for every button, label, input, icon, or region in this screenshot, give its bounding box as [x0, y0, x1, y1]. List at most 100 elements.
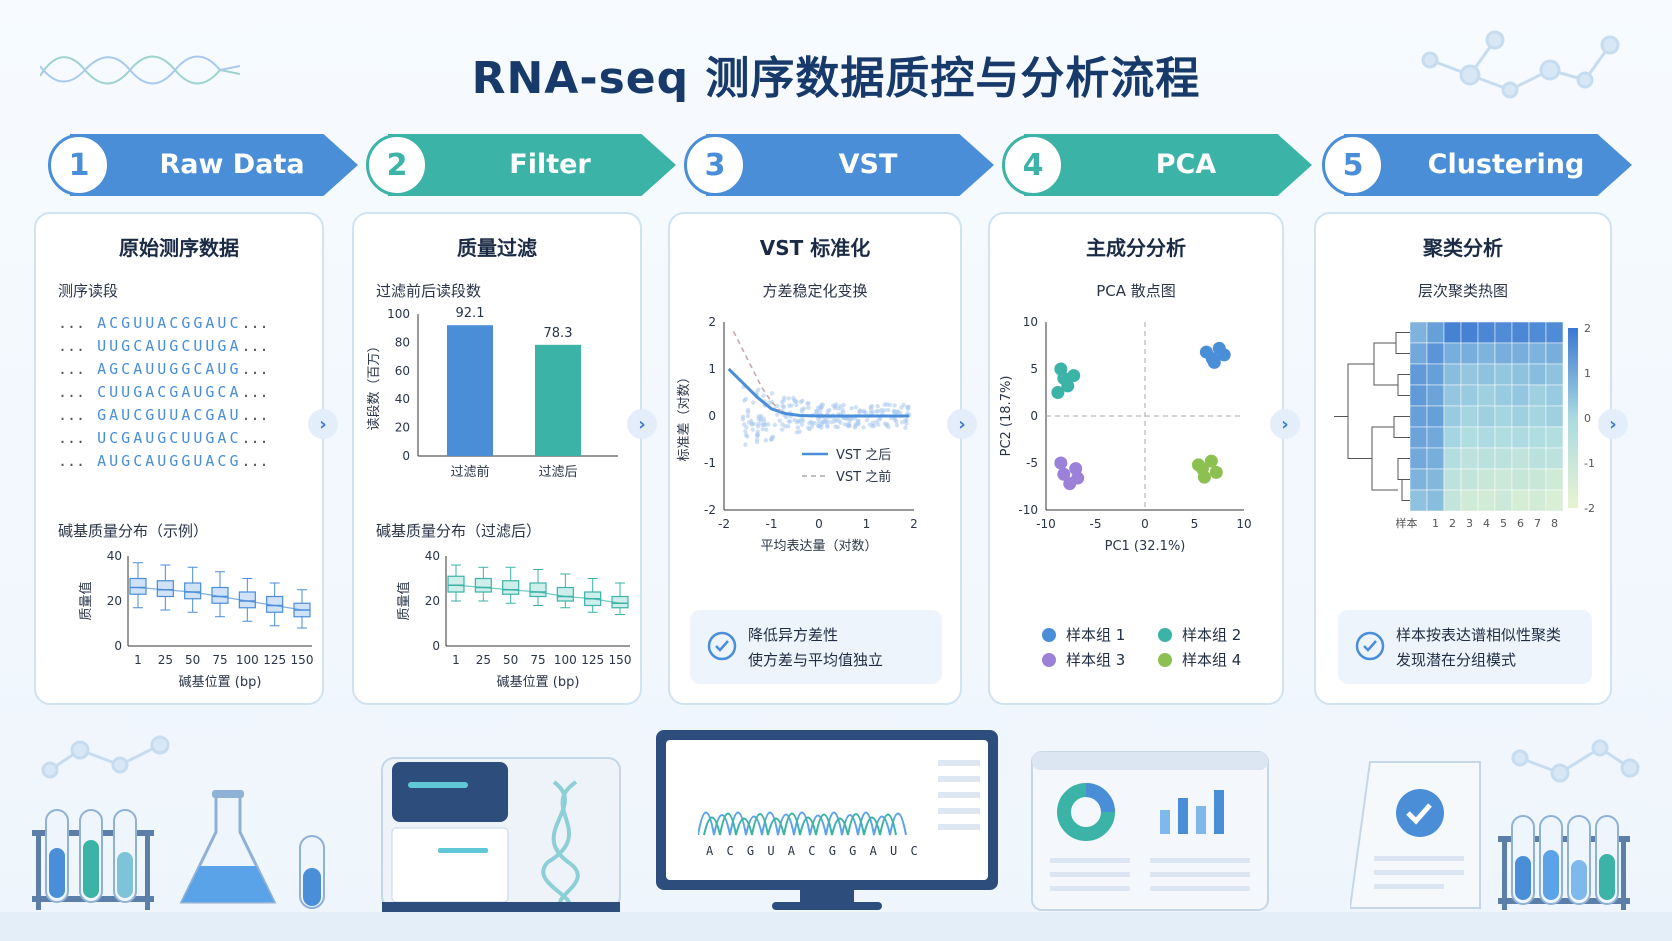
- read-ellipsis: ...: [58, 337, 86, 355]
- density-point: [775, 412, 780, 417]
- density-point: [805, 401, 810, 406]
- read-ellipsis: ...: [241, 360, 269, 378]
- x-tick-label: 75: [212, 653, 227, 667]
- monitor-base: [772, 902, 882, 910]
- density-point: [775, 403, 780, 409]
- legend-label: 样本组 1: [1066, 626, 1126, 644]
- filter-card-title: 质量过滤: [457, 236, 537, 260]
- next-arrow-button[interactable]: ›: [947, 409, 977, 439]
- density-point: [791, 395, 796, 401]
- y-axis-label: 标准差（对数）: [677, 370, 692, 461]
- y-tick-label: -1: [704, 456, 716, 470]
- density-point: [892, 417, 898, 422]
- heatmap-cell: [1477, 468, 1496, 491]
- molecule-icon: [1511, 739, 1640, 783]
- sequence-read: ... AGCAUUGGCAUG...: [58, 360, 269, 378]
- reads-label: 测序读段: [58, 282, 119, 300]
- read-ellipsis: ...: [241, 337, 269, 355]
- dendrogram-branch: [1395, 332, 1410, 354]
- heatmap-cell: [1494, 468, 1513, 491]
- read-bases: UCGAUGCUUGAC: [97, 429, 242, 447]
- density-point: [903, 418, 908, 423]
- next-arrow-button[interactable]: ›: [627, 409, 657, 439]
- density-point: [787, 403, 792, 409]
- heatmap-cell: [1460, 342, 1479, 365]
- heatmap-cell: [1528, 426, 1547, 449]
- colorbar: [1568, 328, 1578, 508]
- density-point: [794, 402, 799, 408]
- density-point: [891, 409, 897, 415]
- heatmap-cell: [1511, 405, 1530, 428]
- series-line: [732, 331, 782, 412]
- heatmap-cell: [1494, 405, 1513, 428]
- heatmap-cell: [1545, 342, 1564, 365]
- heatmap-cell: [1409, 384, 1428, 407]
- density-point: [740, 416, 746, 422]
- heatmap-cell: [1426, 489, 1445, 512]
- y-axis-label: 质量值: [78, 581, 94, 620]
- y-tick-label: 10: [1023, 315, 1038, 329]
- y-tick-label: 20: [425, 594, 440, 608]
- next-arrow-button[interactable]: ›: [308, 409, 338, 439]
- read-ellipsis: ...: [58, 314, 86, 332]
- dendrogram-branch: [1373, 342, 1398, 386]
- heatmap-cell: [1409, 489, 1428, 512]
- dendrogram-branch: [1347, 363, 1374, 459]
- box: [447, 575, 465, 593]
- read-bases: GAUCGUUACGAU: [97, 406, 242, 424]
- density-point: [895, 409, 901, 414]
- density-point: [868, 405, 873, 410]
- heatmap-cell: [1443, 363, 1462, 386]
- legend-label: 样本组 3: [1066, 651, 1126, 669]
- density-point: [745, 413, 751, 419]
- y-tick-label: 60: [395, 364, 410, 378]
- step-number: 5: [1322, 134, 1384, 196]
- legend-label: 样本组 2: [1182, 626, 1242, 644]
- pca-card-title: 主成分分析: [1086, 236, 1186, 260]
- density-point: [870, 420, 876, 426]
- next-arrow-button[interactable]: ›: [1598, 409, 1628, 439]
- density-point: [788, 419, 793, 424]
- x-tick-label: -10: [1036, 517, 1056, 531]
- density-point: [836, 406, 841, 411]
- density-point: [769, 391, 775, 396]
- vst-card-title: VST 标准化: [759, 236, 871, 260]
- read-bases: AGCAUUGGCAUG: [97, 360, 242, 378]
- density-point: [777, 418, 782, 423]
- density-point: [885, 407, 891, 413]
- heatmap-cell: [1528, 363, 1547, 386]
- heatmap-cell: [1511, 384, 1530, 407]
- heatmap-cell: [1443, 489, 1462, 512]
- density-point: [750, 427, 755, 432]
- density-point: [827, 407, 832, 413]
- read-ellipsis: ...: [58, 360, 86, 378]
- legend-label: VST 之后: [836, 448, 891, 463]
- x-tick-label: 过滤前: [450, 464, 489, 480]
- cluster-note-line-1: 样本按表达谱相似性聚类: [1396, 626, 1562, 644]
- column-label: 8: [1551, 517, 1558, 530]
- heatmap-cell: [1528, 384, 1547, 407]
- heatmap-cell: [1494, 426, 1513, 449]
- heatmap-cell: [1545, 489, 1564, 512]
- legend-item: 样本组 1: [1042, 624, 1125, 645]
- sequence-read: ... AUGCAUGGUACG...: [58, 452, 269, 470]
- next-arrow-button[interactable]: ›: [1270, 409, 1300, 439]
- density-point: [856, 418, 861, 423]
- density-point: [797, 429, 802, 434]
- density-point: [861, 409, 866, 414]
- density-point: [745, 410, 751, 415]
- column-label: 7: [1534, 517, 1541, 530]
- heatmap-cell: [1494, 342, 1513, 365]
- heatmap-cell: [1528, 447, 1547, 470]
- x-axis-label: PC1 (32.1%): [1105, 539, 1186, 554]
